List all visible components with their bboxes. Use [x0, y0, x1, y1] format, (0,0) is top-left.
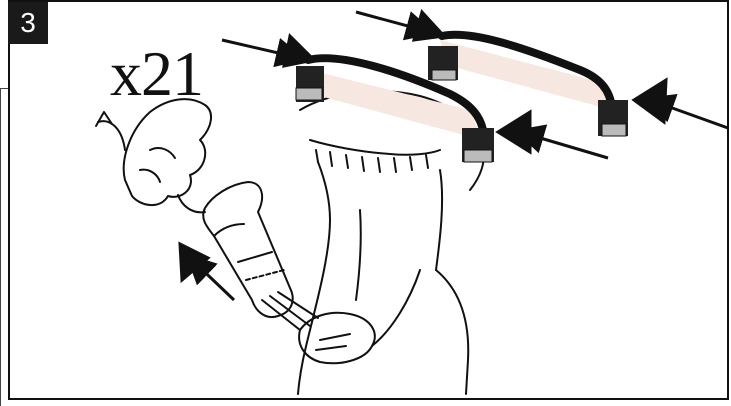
step-number-badge: 3: [8, 2, 48, 44]
quantity-label: x21: [110, 42, 203, 106]
hand-tool-illustration: [96, 91, 484, 394]
roof-bar-icon: [296, 35, 628, 162]
